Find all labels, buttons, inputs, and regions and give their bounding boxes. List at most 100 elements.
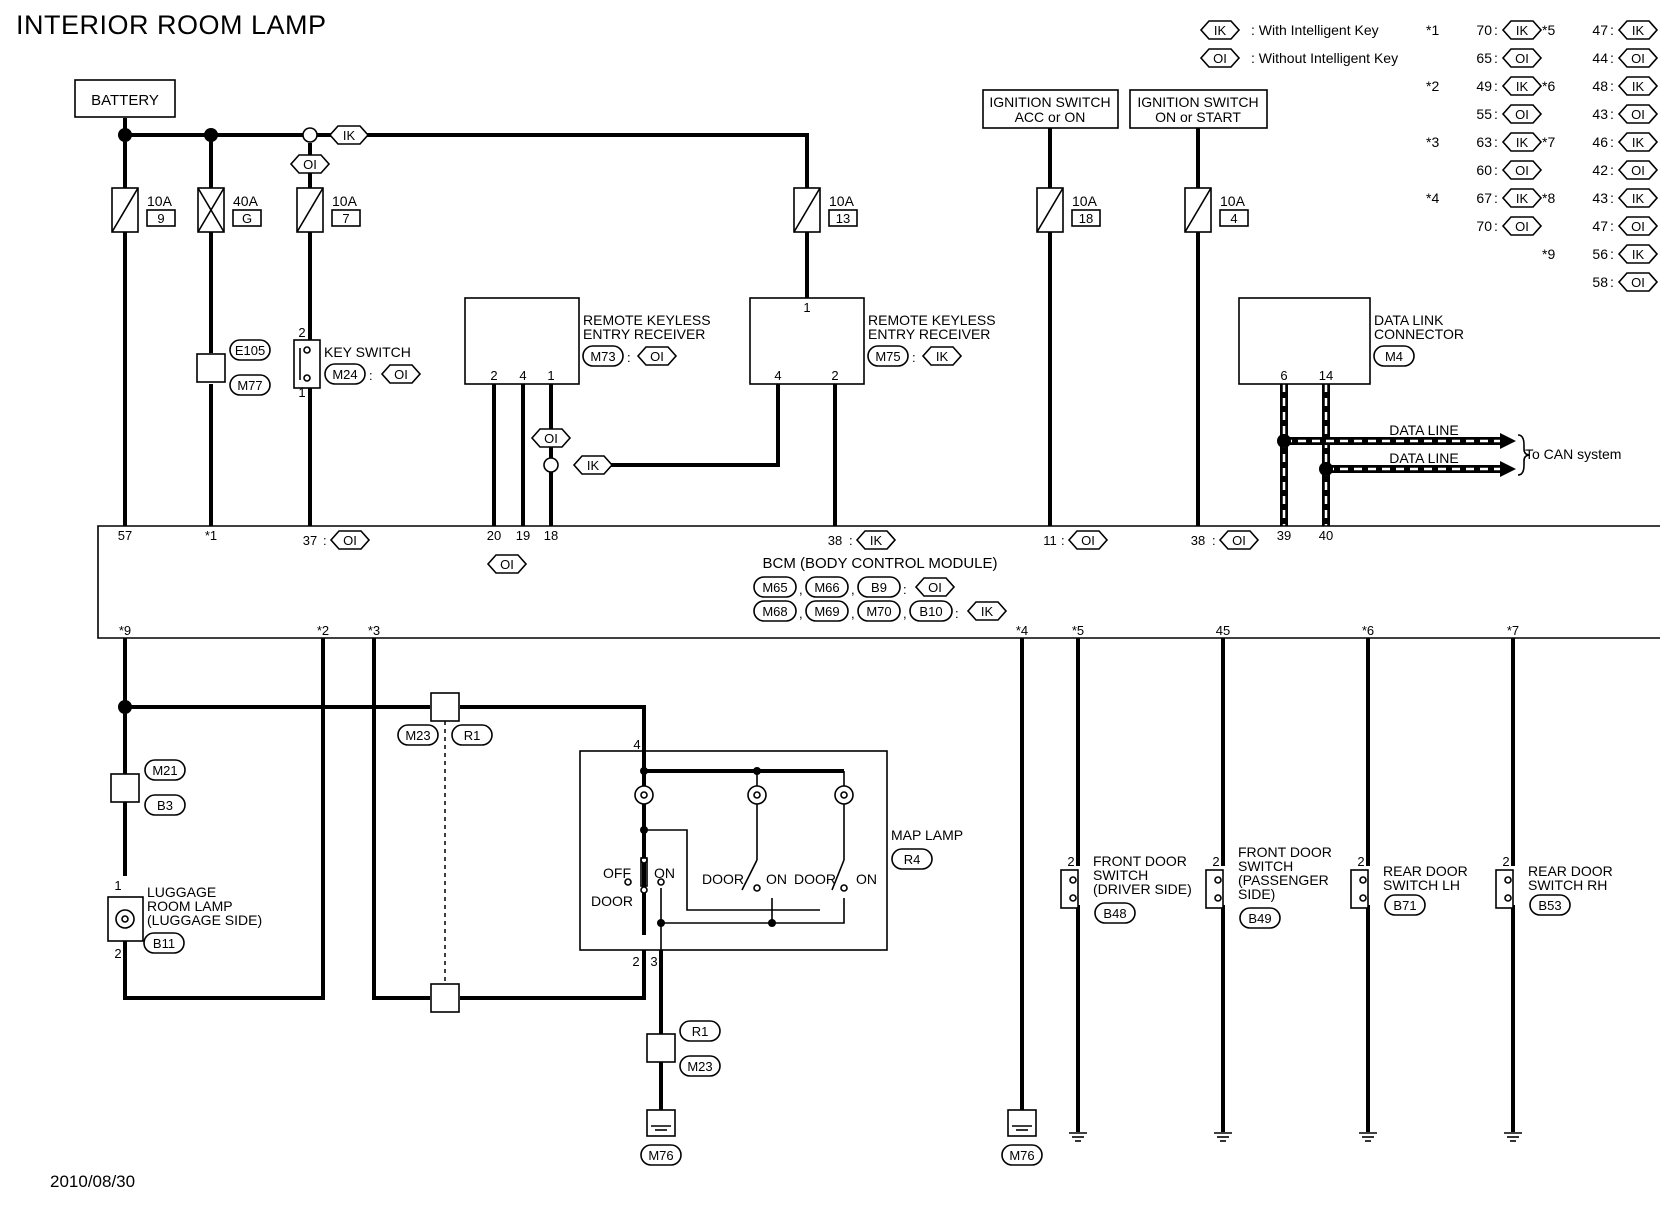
rdr-contacts [1504, 876, 1512, 902]
bcm-conn-oi-pill [857, 576, 901, 598]
conn-r1-pill-bottom [679, 1020, 721, 1042]
conn-r4: R4 [904, 852, 921, 867]
map-pin-3: 3 [650, 954, 657, 969]
ik-tag-text: IK [870, 533, 883, 548]
dlc-line2: CONNECTOR [1374, 326, 1464, 342]
sep: , [851, 606, 855, 621]
map-bulb-3-icon [834, 785, 854, 805]
ign-acc-line2: ACC or ON [1015, 109, 1086, 125]
rke-ik-pin-4: 4 [774, 368, 781, 383]
ground-m76-right-icon [1007, 1109, 1037, 1137]
ik-tag-text: IK [587, 458, 600, 473]
legend-ik-desc: : With Intelligent Key [1251, 22, 1379, 38]
fuse-5-icon [1036, 187, 1064, 233]
ik-tag-text: IK [343, 128, 356, 143]
colon: : [1494, 106, 1498, 122]
ground-fds-icon [1069, 1132, 1087, 1142]
legend-oi-tag: OI [1199, 48, 1241, 68]
oi-tag-key-branch: OI [289, 154, 331, 174]
conn-m77: M77 [237, 378, 262, 393]
colon: : [1061, 533, 1065, 548]
conn-m21-pill [144, 759, 186, 781]
note-oi-tag: OI [1617, 104, 1659, 124]
colon: : [1610, 190, 1614, 206]
ignition-acc-box: IGNITION SWITCH ACC or ON [982, 89, 1119, 129]
conn-m73: M73 [590, 349, 615, 364]
battery-box: BATTERY [74, 79, 176, 118]
data-line-label-1: DATA LINE [1389, 422, 1459, 438]
note-star: *9 [1542, 246, 1555, 262]
colon: : [1610, 50, 1614, 66]
fuse-6-num: 4 [1230, 211, 1237, 226]
sep: , [799, 582, 803, 597]
conn-b49: B49 [1248, 911, 1271, 926]
rdl-pin-2: 2 [1357, 854, 1364, 869]
conn-m23-bottom: M23 [687, 1059, 712, 1074]
key-switch-pin-2: 2 [298, 325, 305, 340]
oi-tag-text: OI [1631, 219, 1645, 234]
legend-oi-desc: : Without Intelligent Key [1251, 50, 1398, 66]
conn-b53: B53 [1538, 898, 1561, 913]
legend: : With Intelligent Key : Without Intelli… [1251, 22, 1398, 66]
note-ik-pin: 70 [1476, 22, 1492, 38]
conn-m24: M24 [332, 367, 357, 382]
note-ik-pin: 43 [1592, 190, 1608, 206]
bcm-pin-38-ik: 38 [828, 533, 842, 548]
rke-oi-line1: REMOTE KEYLESS [583, 312, 711, 328]
note-star: *2 [1426, 78, 1439, 94]
note-oi-pin: 65 [1476, 50, 1492, 66]
ik-tag-pin38: IK [855, 530, 897, 550]
note-ik-pin: 67 [1476, 190, 1492, 206]
fds-line2: SWITCH [1093, 867, 1148, 883]
rke-ik-pin-1: 1 [803, 300, 810, 315]
map-on-label-1: ON [654, 865, 675, 881]
note-oi-tag: OI [1501, 216, 1543, 236]
ik-tag-text: IK [981, 604, 994, 619]
conn-16-box [110, 773, 140, 803]
bcm-conn-ik-pill [753, 600, 797, 622]
dlc-pin-6: 6 [1280, 368, 1287, 383]
bcm-pin-star6: *6 [1362, 623, 1374, 638]
ground-fps-icon [1214, 1132, 1232, 1142]
ik-tag-m75: IK [921, 346, 963, 366]
bcm-pin-star2: *2 [317, 623, 329, 638]
rke-oi-line2: ENTRY RECEIVER [583, 326, 705, 342]
note-oi-tag: OI [1617, 160, 1659, 180]
note-oi-tag: OI [1617, 48, 1659, 68]
fuse-1-amp: 10A [147, 193, 173, 209]
rke-oi-pin-2: 2 [490, 368, 497, 383]
luggage-bulb-icon [115, 909, 135, 929]
bcm-pin-45: 45 [1216, 623, 1230, 638]
conn-m23-top: M23 [405, 728, 430, 743]
luggage-line3: (LUGGAGE SIDE) [147, 912, 262, 928]
fuse-2-num: G [242, 211, 252, 226]
oi-tag-text: OI [1515, 51, 1529, 66]
note-ik-tag: IK [1617, 244, 1659, 264]
conn-r4-pill [891, 848, 933, 870]
oi-tag-pin11: OI [1067, 530, 1109, 550]
oi-tag-text: OI [1232, 533, 1246, 548]
fuse-labels: 10A 9 40A G 10A 7 10A 13 10A 18 10A 4 [146, 193, 1249, 227]
rdl-line2: SWITCH LH [1383, 877, 1460, 893]
fuse-3-amp: 10A [332, 193, 358, 209]
data-line-label-2: DATA LINE [1389, 450, 1459, 466]
map-pin-4: 4 [633, 737, 640, 752]
oi-tag-text: OI [1515, 107, 1529, 122]
conn-m73-pill [582, 345, 624, 367]
bcm-name: BCM (BODY CONTROL MODULE) [762, 555, 997, 572]
bcm-pin-star5: *5 [1072, 623, 1084, 638]
luggage-pin-1: 1 [114, 878, 121, 893]
conn-r1-top: R1 [464, 728, 481, 743]
fds-contacts [1069, 876, 1077, 902]
bcm-conn-ik-pill [805, 600, 849, 622]
bcm-pin-19: 19 [516, 528, 530, 543]
colon: : [1610, 22, 1614, 38]
conn-b53-pill [1529, 894, 1571, 916]
colon: : [1494, 162, 1498, 178]
ik-tag-text: IK [1632, 191, 1645, 206]
oi-tag-text: OI [1631, 163, 1645, 178]
door-switches: 2 2 2 2 FRONT DOOR SWITCH (DRIVER SIDE) … [1060, 844, 1613, 909]
fuse-4-icon [793, 187, 821, 233]
colon: : [912, 350, 916, 365]
